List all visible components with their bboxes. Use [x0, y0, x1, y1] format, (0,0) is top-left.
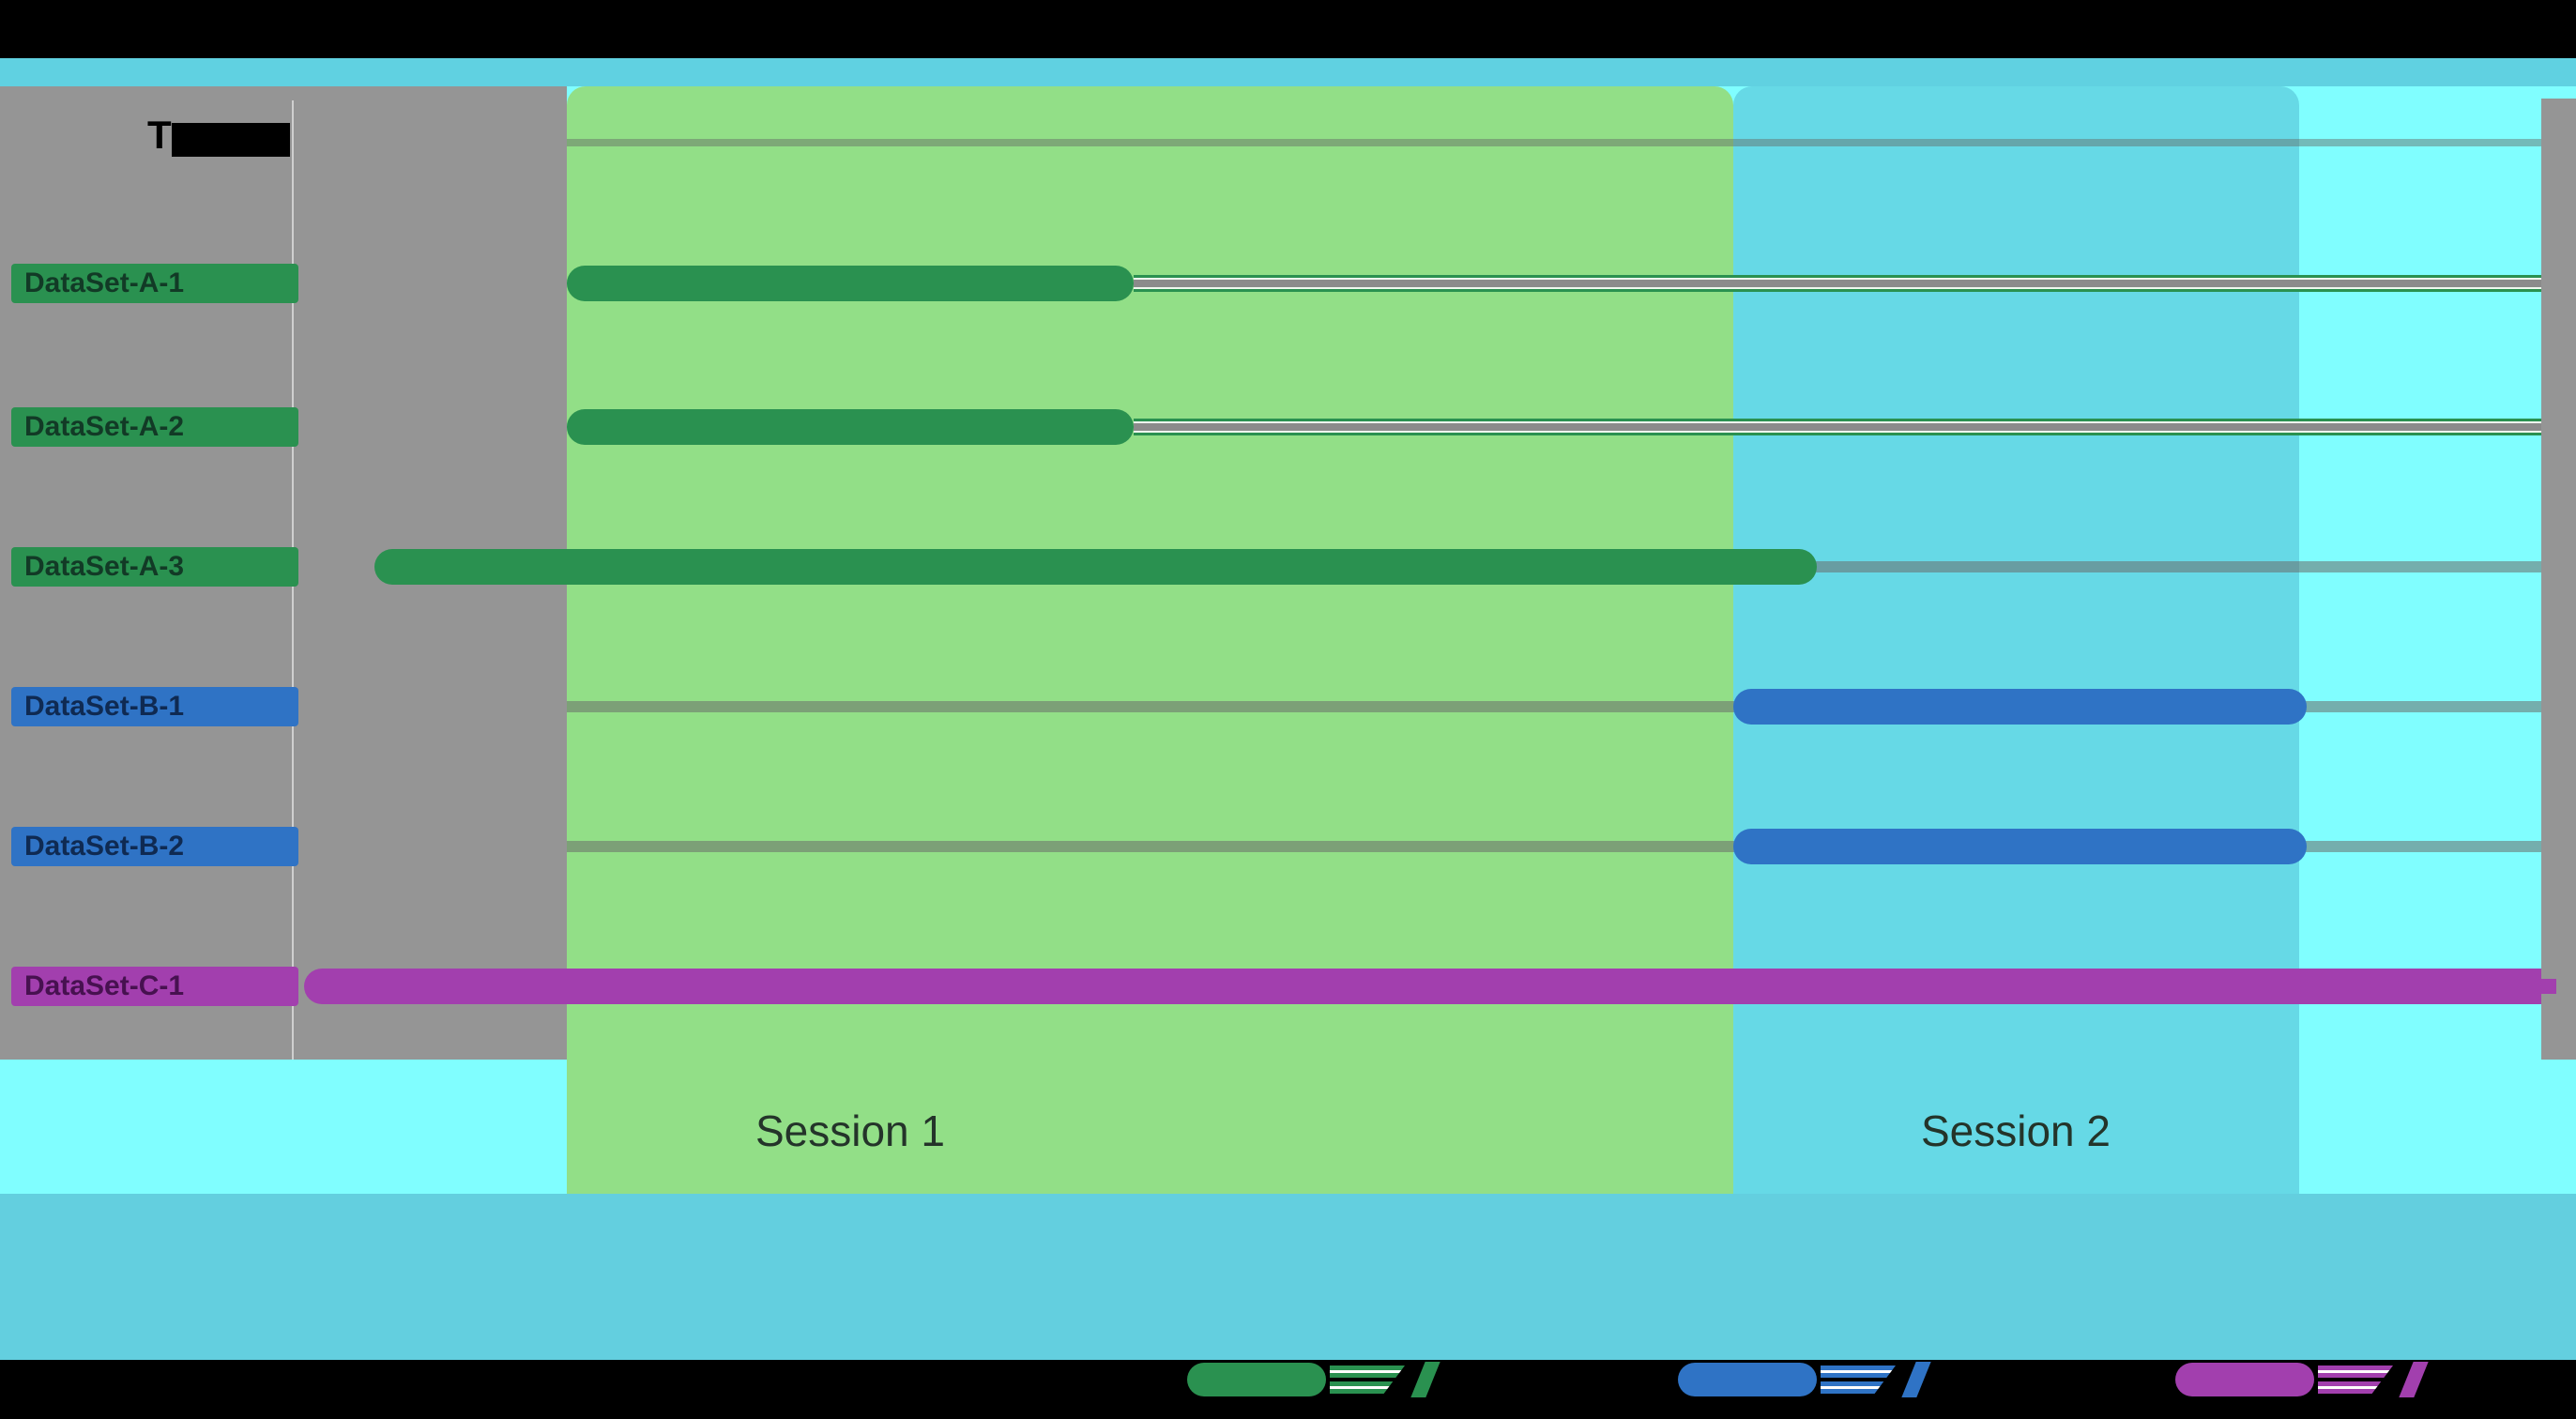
row-label-pill: DataSet-A-3 — [11, 547, 298, 587]
legend-swatch-purple — [2175, 1363, 2314, 1396]
session-2-band — [1733, 86, 2299, 1194]
legend-swatch-blue — [1678, 1363, 1817, 1396]
session-2-label: Session 2 — [1920, 1106, 2111, 1155]
top-cyan-strip — [0, 58, 2576, 86]
row-label-pill: DataSet-C-1 — [11, 967, 298, 1006]
header-separator-line — [567, 139, 2541, 146]
top-letterbox-band — [0, 0, 2576, 58]
gantt-bar-DataSet-A-3 — [374, 549, 1817, 585]
gantt-bar-DataSet-A-1 — [567, 266, 1134, 301]
row-rail — [1134, 275, 2541, 292]
legend-swatch-green — [1187, 1363, 1326, 1396]
legend-entry-blue — [1678, 1362, 1931, 1397]
row-label-pill: DataSet-A-2 — [11, 407, 298, 447]
legend-swatch-streaks — [2318, 1366, 2393, 1394]
legend-entry-green — [1187, 1362, 1440, 1397]
chart-title: T — [147, 113, 172, 157]
row-label-pill: DataSet-B-1 — [11, 687, 298, 726]
row-rail — [1134, 419, 2541, 435]
legend-entry-purple — [2175, 1362, 2429, 1397]
bar-overflow-notch — [2541, 979, 2556, 994]
session-1-band — [567, 86, 1733, 1194]
row-label-pill: DataSet-A-1 — [11, 264, 298, 303]
gantt-bar-DataSet-B-2 — [1733, 829, 2307, 864]
row-label-pill: DataSet-B-2 — [11, 827, 298, 866]
gantt-bar-DataSet-C-1 — [304, 969, 2541, 1004]
gantt-bar-DataSet-A-2 — [567, 409, 1134, 445]
legend-swatch-streaks — [1330, 1366, 1405, 1394]
session-1-label: Session 1 — [755, 1106, 946, 1155]
bottom-cyan-band — [0, 1194, 2576, 1360]
right-gray-column — [2541, 99, 2576, 1060]
title-redaction-box — [172, 123, 290, 157]
gantt-bar-DataSet-B-1 — [1733, 689, 2307, 725]
legend-swatch-streaks — [1821, 1366, 1896, 1394]
